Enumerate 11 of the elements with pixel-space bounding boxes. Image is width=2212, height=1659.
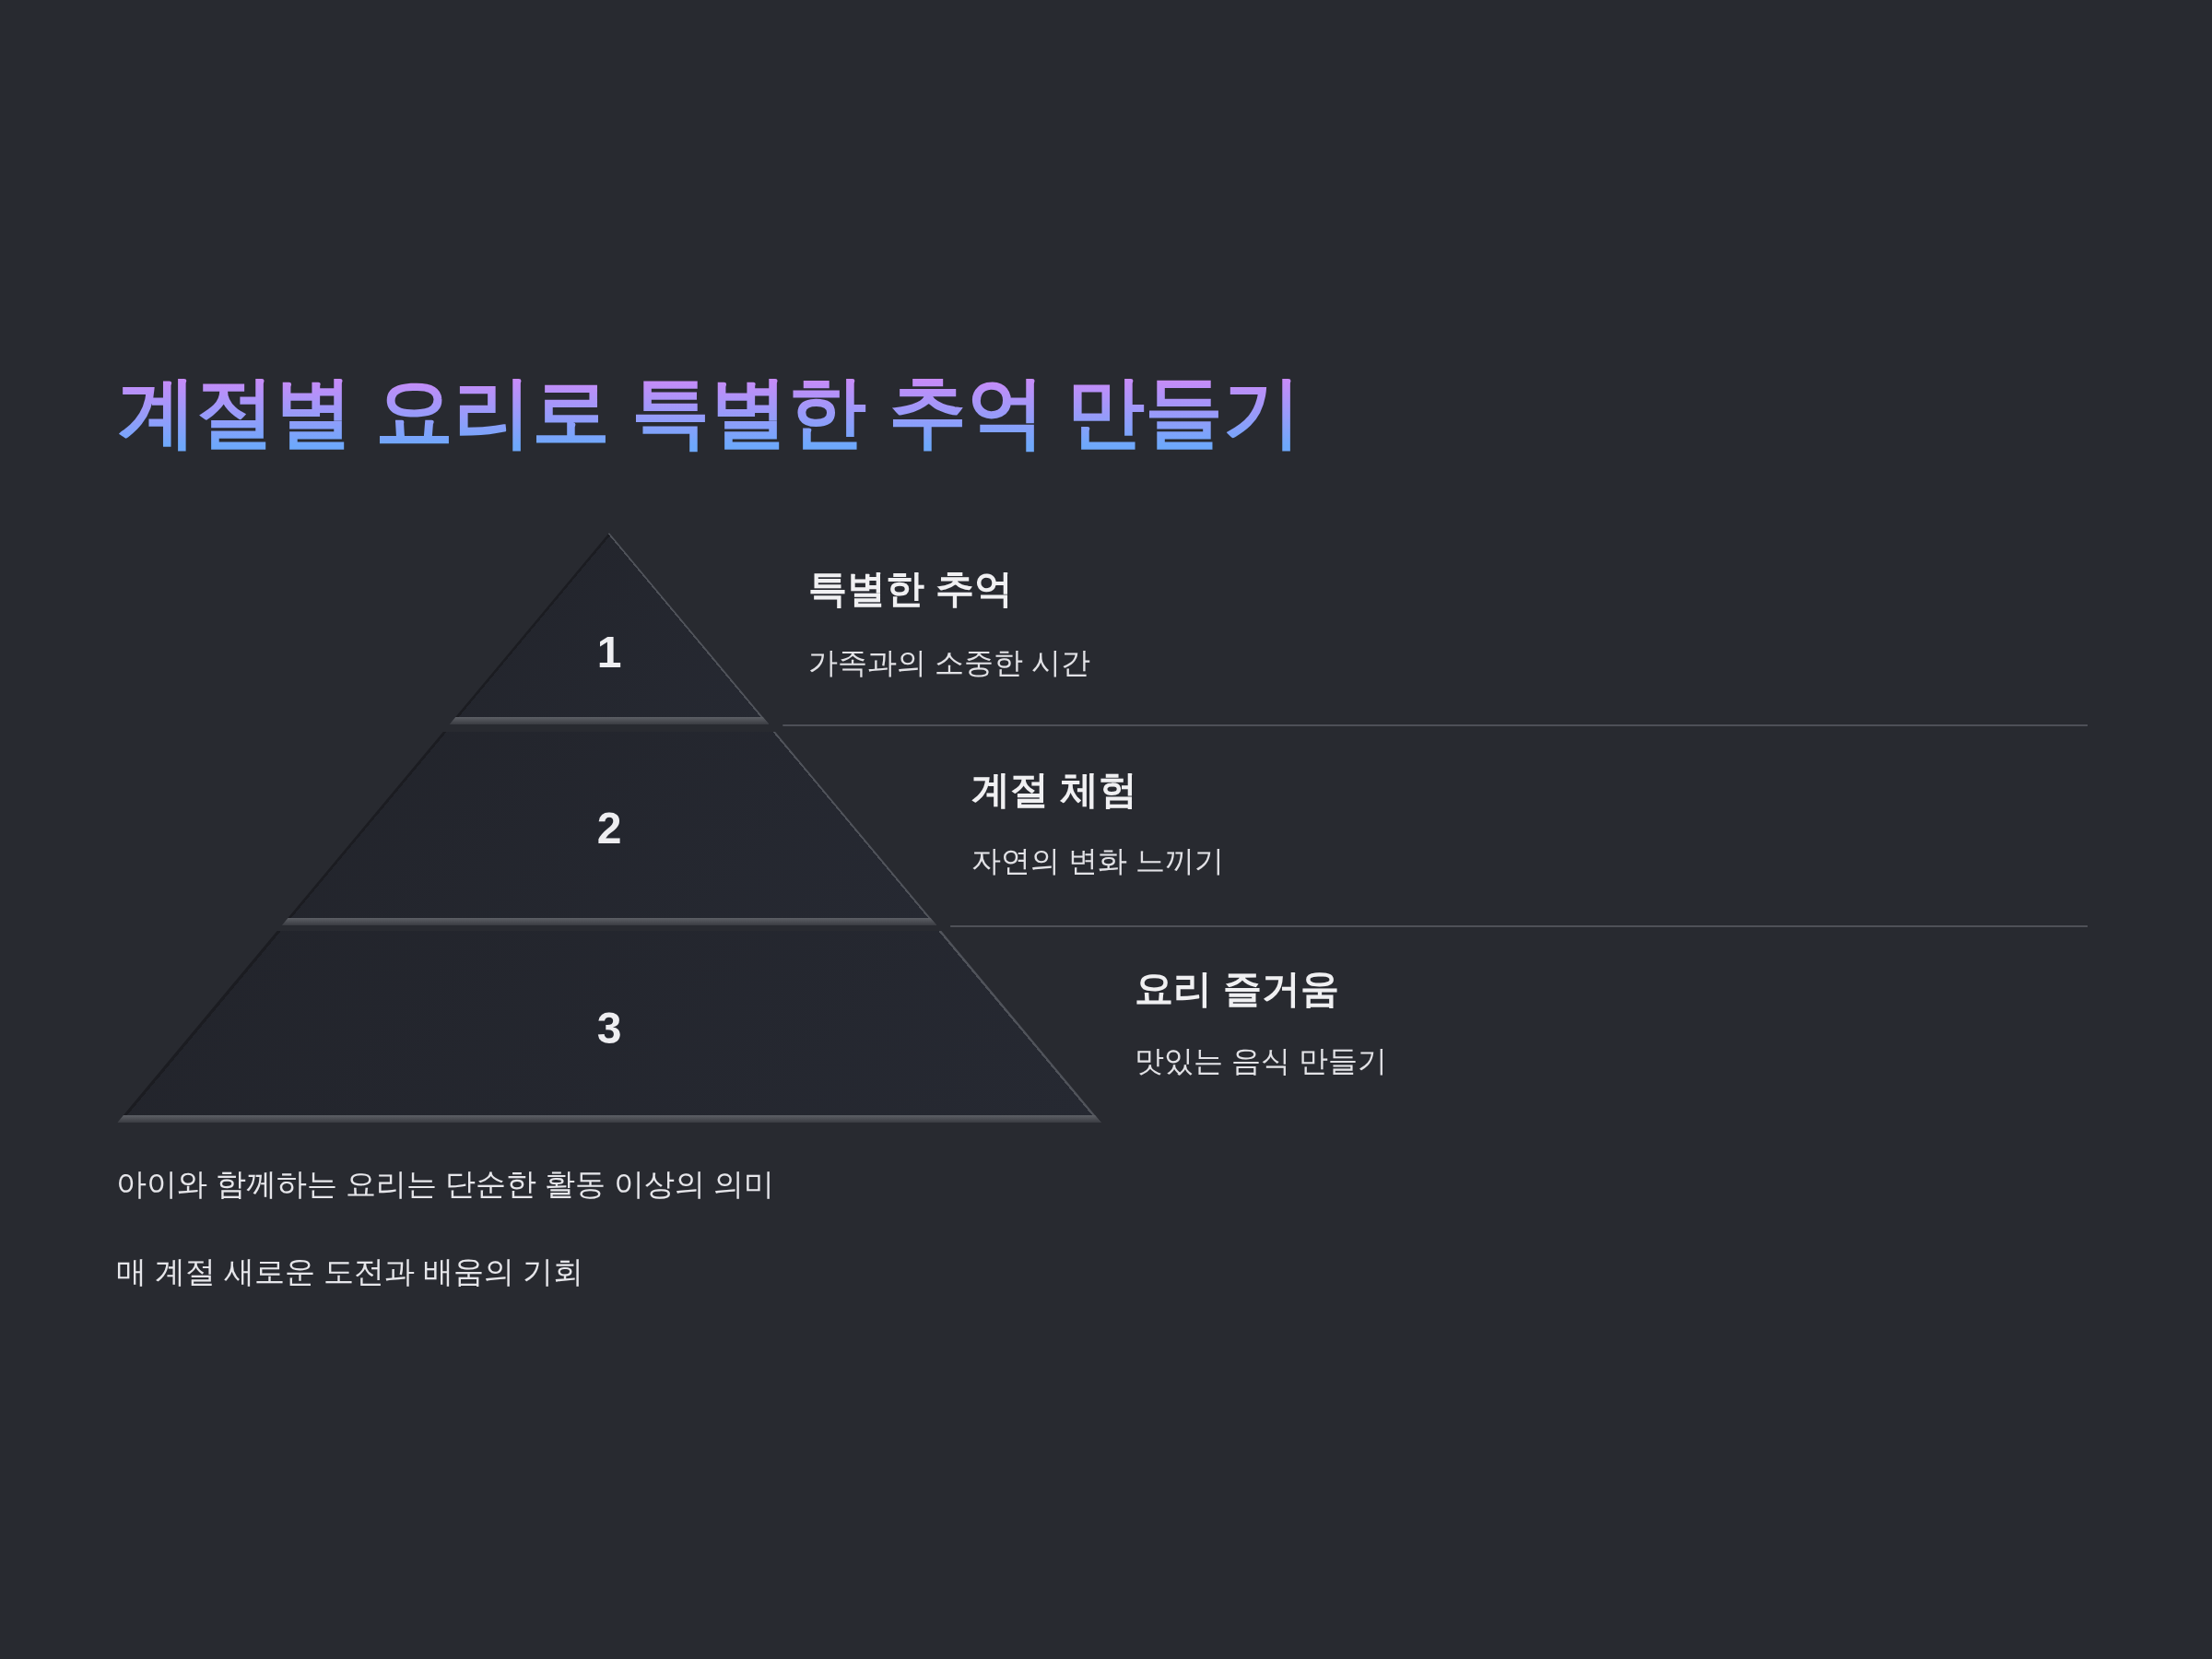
tier-heading: 계절 체험 (971, 767, 1137, 813)
tier-heading: 요리 즐거움 (1135, 966, 1339, 1012)
tier-number: 1 (596, 627, 622, 678)
tier-description: 맛있는 음식 만들기 (1135, 1043, 1387, 1079)
body-text: 매 계절 새로운 도전과 배움의 기회 (116, 1254, 584, 1290)
tier-number: 3 (596, 1003, 622, 1054)
tier-description: 자연의 변화 느끼기 (971, 843, 1224, 879)
body-text: 아이와 함께하는 요리는 단순한 활동 이상의 의미 (116, 1167, 775, 1203)
tier-heading: 특별한 추억 (808, 566, 1013, 612)
tier-description: 가족과의 소중한 시간 (808, 645, 1090, 681)
tier-number: 2 (596, 803, 622, 854)
